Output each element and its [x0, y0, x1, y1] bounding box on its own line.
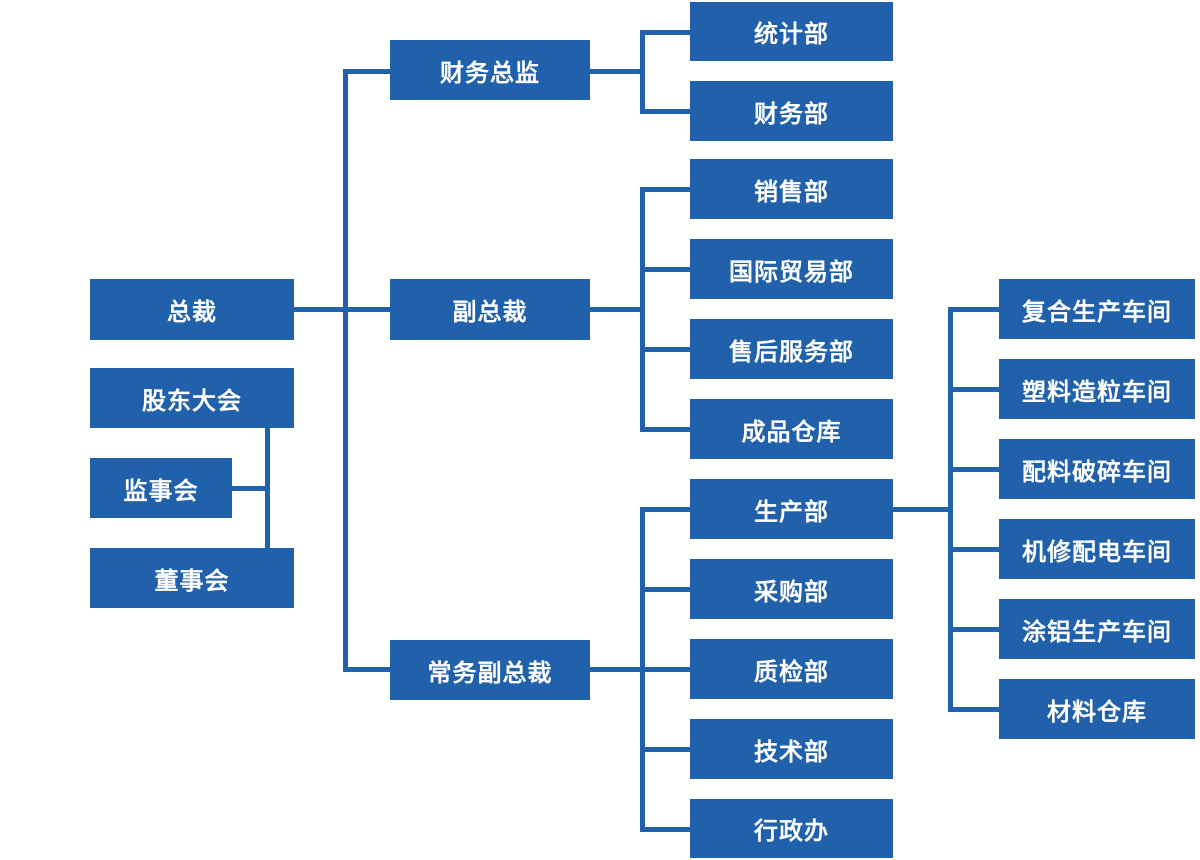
- stub-production-dept-line: [640, 507, 690, 512]
- org-node-plastic-granulation-workshop: 塑料造粒车间: [999, 359, 1195, 419]
- stub-supervisory-board-line: [232, 486, 268, 491]
- org-node-label-machine-repair-power-workshop: 机修配电车间: [1022, 538, 1172, 566]
- president-to-vp-horizontal-line: [294, 307, 390, 312]
- trunk-to-evp-horizontal-line: [343, 667, 390, 672]
- org-node-label-sales-dept: 销售部: [754, 178, 829, 206]
- stub-purchasing-dept-line: [640, 587, 690, 592]
- stub-finished-goods-warehouse-line: [640, 427, 690, 432]
- org-node-production-dept: 生产部: [690, 479, 893, 539]
- stub-statistics-dept-line: [640, 30, 690, 35]
- stub-after-sales-service-dept-line: [640, 347, 690, 352]
- vp-children-vertical-line: [640, 187, 645, 432]
- org-node-vice-president: 副总裁: [390, 279, 590, 340]
- cfo-children-vertical-line: [640, 30, 645, 114]
- org-node-batching-crushing-workshop: 配料破碎车间: [999, 439, 1195, 499]
- org-node-label-finance-dept: 财务部: [754, 100, 829, 128]
- org-node-board-of-directors: 董事会: [90, 548, 294, 608]
- org-node-admin-office: 行政办: [690, 799, 893, 858]
- org-node-sales-dept: 销售部: [690, 159, 893, 219]
- stub-technology-dept-line: [640, 747, 690, 752]
- stub-intl-trade-dept-line: [640, 267, 690, 272]
- org-node-shareholders-meeting: 股东大会: [90, 368, 294, 428]
- org-node-label-composite-production-workshop: 复合生产车间: [1022, 298, 1172, 326]
- org-node-technology-dept: 技术部: [690, 719, 893, 779]
- evp-children-vertical-line: [640, 507, 645, 832]
- vp-branch-horizontal-line: [590, 307, 643, 312]
- org-node-label-batching-crushing-workshop: 配料破碎车间: [1022, 458, 1172, 486]
- org-node-intl-trade-dept: 国际贸易部: [690, 239, 893, 299]
- stub-admin-office-line: [640, 827, 690, 832]
- org-node-material-warehouse: 材料仓库: [999, 679, 1195, 739]
- org-node-label-purchasing-dept: 采购部: [754, 578, 829, 606]
- org-node-finance-dept: 财务部: [690, 81, 893, 141]
- workshops-vertical-line: [948, 307, 953, 712]
- org-node-label-finished-goods-warehouse: 成品仓库: [741, 418, 842, 446]
- stub-plastic-granulation-line: [948, 387, 999, 392]
- org-node-label-president: 总裁: [167, 299, 217, 326]
- org-node-label-cfo: 财务总监: [440, 59, 540, 87]
- stub-material-warehouse-line: [948, 707, 999, 712]
- org-node-label-plastic-granulation-workshop: 塑料造粒车间: [1022, 378, 1172, 406]
- stub-finance-dept-line: [640, 109, 690, 114]
- org-node-label-statistics-dept: 统计部: [754, 21, 829, 48]
- org-node-after-sales-service-dept: 售后服务部: [690, 319, 893, 379]
- org-node-label-supervisory-board: 监事会: [123, 477, 199, 505]
- org-node-label-intl-trade-dept: 国际贸易部: [729, 258, 854, 286]
- stub-machine-repair-power-line: [948, 547, 999, 552]
- org-node-aluminum-coating-workshop: 涂铝生产车间: [999, 599, 1195, 659]
- org-node-machine-repair-power-workshop: 机修配电车间: [999, 519, 1195, 579]
- org-node-president: 总裁: [90, 279, 294, 340]
- trunk-to-cfo-horizontal-line: [343, 69, 390, 74]
- production-branch-horizontal-line: [893, 507, 953, 512]
- org-node-label-production-dept: 生产部: [754, 498, 829, 526]
- cfo-branch-horizontal-line: [590, 69, 643, 74]
- org-node-composite-production-workshop: 复合生产车间: [999, 279, 1195, 339]
- trunk-vertical-line: [343, 69, 348, 672]
- org-node-executive-vice-president: 常务副总裁: [390, 640, 590, 700]
- org-node-label-vice-president: 副总裁: [452, 299, 528, 326]
- org-node-label-aluminum-coating-workshop: 涂铝生产车间: [1022, 618, 1172, 646]
- org-node-statistics-dept: 统计部: [690, 2, 893, 61]
- org-node-cfo: 财务总监: [390, 40, 590, 100]
- stub-composite-production-line: [948, 307, 999, 312]
- org-node-label-material-warehouse: 材料仓库: [1047, 698, 1147, 726]
- org-node-label-technology-dept: 技术部: [754, 738, 829, 766]
- stub-aluminum-coating-line: [948, 627, 999, 632]
- org-node-label-after-sales-service-dept: 售后服务部: [729, 338, 854, 366]
- org-node-label-shareholders-meeting: 股东大会: [142, 387, 242, 415]
- org-node-finished-goods-warehouse: 成品仓库: [690, 399, 893, 459]
- org-node-purchasing-dept: 采购部: [690, 559, 893, 619]
- org-node-quality-inspection-dept: 质检部: [690, 639, 893, 699]
- org-node-label-quality-inspection-dept: 质检部: [754, 658, 829, 686]
- stub-batching-crushing-line: [948, 467, 999, 472]
- stub-sales-dept-line: [640, 187, 690, 192]
- org-node-label-executive-vice-president: 常务副总裁: [427, 659, 553, 687]
- org-node-label-admin-office: 行政办: [754, 818, 829, 845]
- org-node-label-board-of-directors: 董事会: [154, 567, 230, 595]
- org-node-supervisory-board: 监事会: [90, 458, 232, 518]
